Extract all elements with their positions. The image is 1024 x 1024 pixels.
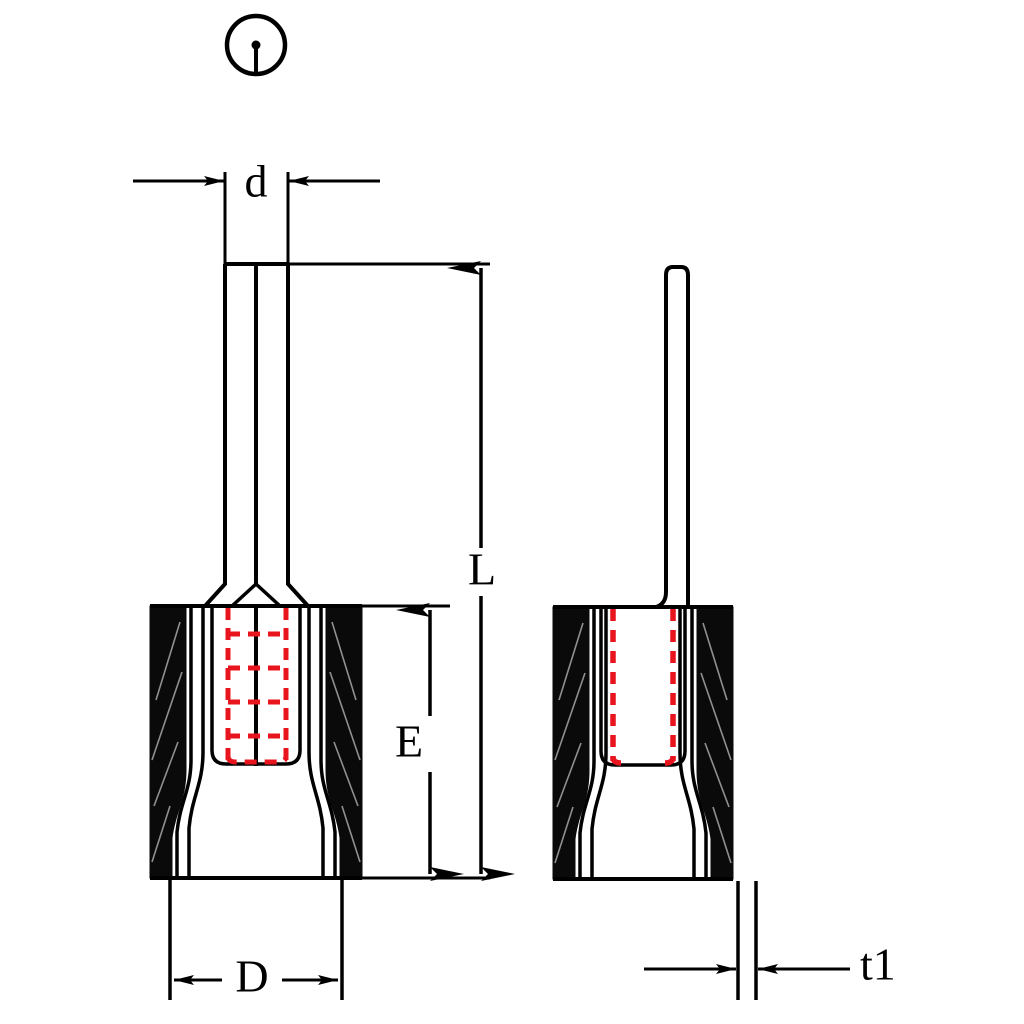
insulator-right-hatch <box>329 621 361 863</box>
pin-right-edge <box>286 264 310 608</box>
side-view-hidden-lines <box>610 609 676 766</box>
side-insulator-right-wall <box>696 606 734 880</box>
side-pin-outline <box>664 265 690 607</box>
first-angle-projection-symbol <box>224 13 288 77</box>
dim-t1-label: t1 <box>860 939 896 990</box>
side-insulator-left-wall <box>552 606 590 880</box>
dim-d-label: d <box>245 156 268 207</box>
dimension-t1: t1 <box>644 881 896 1000</box>
front-view-metal-barrel <box>175 606 337 878</box>
side-view: t1 <box>552 265 896 1000</box>
dimension-L: L <box>228 261 515 881</box>
insulator-right-wall <box>325 605 363 879</box>
side-insulator-right-hatch <box>700 622 732 864</box>
dim-L-label: L <box>468 544 496 595</box>
dim-D-label: D <box>235 951 268 1002</box>
side-view-insulator-sleeve <box>552 606 734 880</box>
front-view-insulator-sleeve <box>149 605 363 879</box>
insulator-left-wall <box>149 605 187 879</box>
pin-left-edge <box>203 264 227 608</box>
dimension-d: d <box>133 156 380 268</box>
side-view-metal-barrel <box>578 607 708 879</box>
side-view-pin-blade <box>655 265 690 609</box>
side-pin-left-edge <box>655 275 668 609</box>
dim-E-label: E <box>395 716 423 767</box>
pin-shoulder-right <box>254 582 282 608</box>
insulator-left-hatch <box>151 621 183 863</box>
dimension-D: D <box>168 880 344 1002</box>
side-view-crimp-barrel <box>599 607 687 767</box>
pin-shoulder-left <box>230 582 258 608</box>
projection-symbol-pin-dot <box>251 40 261 50</box>
dimension-E: E <box>344 603 464 881</box>
front-view-hidden-serrations <box>225 608 289 765</box>
front-view-pin <box>203 262 310 766</box>
front-view: d L E <box>133 156 515 1002</box>
side-insulator-left-hatch <box>554 622 586 864</box>
